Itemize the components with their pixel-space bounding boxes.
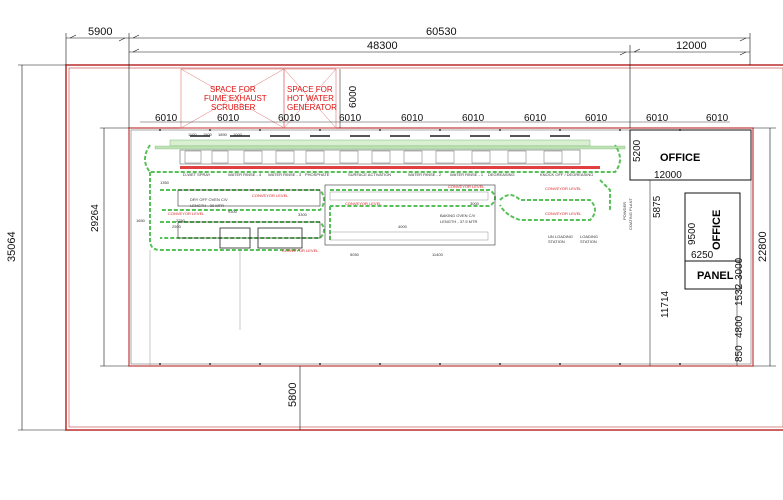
powder-plant-label-2: COATING PLANT — [628, 198, 633, 230]
panel: PANEL — [684, 260, 741, 290]
dim-bay-1: 6010 — [155, 113, 178, 124]
baking-oven — [324, 184, 496, 246]
dim-small-3: 9300 — [228, 209, 238, 214]
tank-label-1: D-WET SPRAY — [183, 172, 211, 177]
dim-panel-depth: 3000 — [734, 257, 745, 280]
dim-bay-2: 6010 — [217, 113, 240, 124]
dry-off-oven-label-2: LENGTH - 30 MTR — [190, 203, 224, 208]
dim-small-1: 1650 — [136, 218, 146, 223]
hot-water-label-2: HOT WATER — [287, 94, 334, 103]
unloading-label-1: UN LOADING — [548, 234, 573, 239]
site-boundary — [65, 64, 783, 431]
dry-off-oven — [177, 189, 321, 239]
baking-oven-label-2: LENGTH - 37.5 MTR — [440, 219, 477, 224]
hot-water-zone: SPACE FOR HOT WATER GENERATOR — [283, 68, 337, 129]
dim-small-12: 3000 — [470, 201, 480, 206]
dim-plant-depth: 29264 — [90, 204, 101, 232]
conveyor-level-label-6: CONVEYOR LEVEL — [282, 248, 319, 253]
dim-office-top-depth: 5200 — [632, 139, 643, 162]
dim-small-11: 4000 — [398, 224, 408, 229]
spray-booths — [219, 227, 303, 249]
conveyor-level-label-7: CONVEYOR LEVEL — [545, 186, 582, 191]
scrubber-zone: SPACE FOR FUME EXHAUST SCRUBBER — [180, 68, 285, 129]
dim-panel-width: 6250 — [691, 250, 714, 261]
dim-office-top-width: 12000 — [654, 170, 682, 181]
loading-label-1: LOADING — [580, 234, 598, 239]
dim-bay-9: 6010 — [646, 113, 669, 124]
tank-label-4: PHOSPHATE — [305, 172, 330, 177]
tank-label-5: SURFACE ACTIVATION — [348, 172, 391, 177]
dim-small-4: 1350 — [160, 180, 170, 185]
hot-water-label-3: GENERATOR — [287, 103, 337, 112]
dim-small-7: 1890 — [218, 132, 228, 137]
dim-right-col-1: 5875 — [652, 195, 663, 218]
plant-building — [128, 127, 754, 367]
dim-bottom-gap: 5800 — [287, 383, 299, 407]
dim-bay-4: 6010 — [339, 113, 362, 124]
conveyor-level-label-3: CONVEYOR LEVEL — [448, 184, 485, 189]
dim-bay-3: 6010 — [278, 113, 301, 124]
dim-small-8: 1000 — [233, 132, 243, 137]
dim-right-col-2: 11714 — [660, 290, 671, 318]
loading-label-2: STATION — [580, 239, 597, 244]
dim-office-side-depth: 9500 — [687, 222, 698, 245]
tank-label-8: DEGREASING — [488, 172, 515, 177]
conveyor-level-label-4: CONVEYOR LEVEL — [545, 211, 582, 216]
dim-gap-1: 1532 — [734, 283, 745, 306]
unloading-label-2: STATION — [548, 239, 565, 244]
dim-bay-8: 6010 — [585, 113, 608, 124]
dim-overall-width: 60530 — [426, 26, 457, 38]
dim-small-5: 1100 — [188, 132, 197, 137]
scrubber-label-1: SPACE FOR — [210, 85, 256, 94]
conveyor-level-label-1: CONVEYOR LEVEL — [252, 193, 289, 198]
tank-label-3: WATER RINSE - 3 — [268, 172, 302, 177]
dim-small-2: 2500 — [172, 224, 182, 229]
dim-bay-7: 6010 — [524, 113, 547, 124]
dim-left-offset: 5900 — [88, 26, 112, 38]
scrubber-label-2: FUME EXHAUST — [204, 94, 267, 103]
office-top-label: OFFICE — [660, 152, 700, 164]
dim-overall-depth: 35064 — [6, 231, 18, 262]
panel-label: PANEL — [697, 270, 734, 282]
tank-label-6: WATER RINSE - 2 — [408, 172, 442, 177]
dim-oven-2: 11400 — [432, 252, 444, 257]
dim-small-9: 2250 — [176, 218, 186, 223]
dim-scrubber-depth: 6000 — [348, 85, 359, 108]
dim-gap-2: 4800 — [734, 315, 745, 338]
office-side-label: OFFICE — [711, 210, 723, 250]
tank-label-7: WATER RINSE - 1 — [450, 172, 484, 177]
hot-water-label-1: SPACE FOR — [287, 85, 333, 94]
pretreatment-tanks — [154, 135, 626, 169]
dim-small-6: 1500 — [203, 132, 213, 137]
baking-oven-label-1: BAKING OVEN C/V — [440, 213, 476, 218]
dim-small-10: 3300 — [298, 212, 308, 217]
dim-bay-6: 6010 — [462, 113, 485, 124]
dim-bay-10: 6010 — [706, 113, 729, 124]
top-dimensions — [65, 33, 751, 128]
conveyor-level-label-5: CONVEYOR LEVEL — [168, 211, 205, 216]
office-top: OFFICE — [629, 129, 752, 181]
dim-bay-5: 6010 — [401, 113, 424, 124]
dim-right-block: 12000 — [676, 40, 707, 52]
tank-label-2: WATER RINSE - 4 — [228, 172, 262, 177]
dry-off-oven-label-1: DRY OFF OVEN C/V — [190, 197, 228, 202]
powder-plant-label-1: POWDER — [622, 202, 627, 220]
dim-plant-length: 48300 — [367, 40, 398, 52]
dim-gap-3: 850 — [734, 345, 745, 362]
dim-oven-1: 5050 — [350, 252, 360, 257]
tank-label-9: KNOCK OFF / DEGREASING — [540, 172, 593, 177]
dim-right-depth: 22800 — [757, 231, 769, 262]
conveyor-level-label-2: CONVEYOR LEVEL — [345, 201, 382, 206]
scrubber-label-3: SCRUBBER — [211, 103, 256, 112]
